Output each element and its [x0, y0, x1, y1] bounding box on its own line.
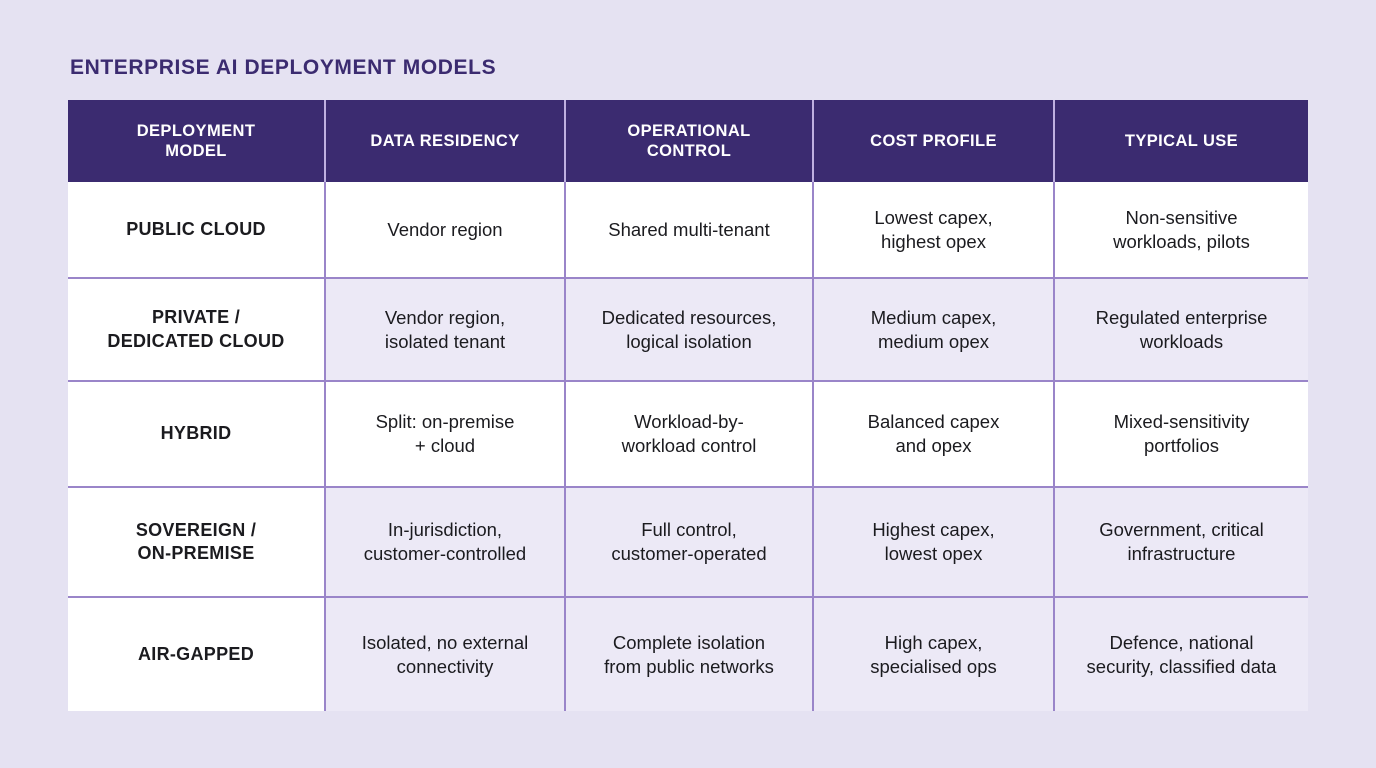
table-row: HYBRID Split: on-premise + cloud Workloa…	[68, 381, 1308, 488]
cell-deployment-model-line2: ON-PREMISE	[137, 543, 255, 563]
cell-cost-profile-line2: highest opex	[881, 230, 986, 252]
cell-data-residency: In-jurisdiction, customer-controlled	[325, 487, 566, 598]
cell-operational-control-line2: logical isolation	[626, 330, 752, 352]
cell-data-residency: Isolated, no external connectivity	[325, 597, 566, 711]
cell-data-residency: Split: on-premise + cloud	[325, 381, 566, 488]
cell-data-residency: Vendor region	[325, 182, 566, 279]
cell-typical-use-line1: Defence, national	[1109, 631, 1254, 653]
cell-typical-use: Mixed-sensitivity portfolios	[1054, 381, 1308, 488]
column-header-typical-use: TYPICAL USE	[1054, 100, 1308, 182]
cell-data-residency-line1: Isolated, no external	[361, 631, 529, 653]
cell-data-residency-line2: isolated tenant	[384, 330, 506, 352]
column-header-operational-control-line1: OPERATIONAL	[627, 121, 751, 140]
cell-operational-control-line2: from public networks	[604, 655, 774, 677]
column-header-cost-profile: COST PROFILE	[813, 100, 1055, 182]
cell-cost-profile-line2: and opex	[895, 435, 972, 456]
cell-deployment-model-line2: DEDICATED CLOUD	[107, 330, 285, 351]
cell-data-residency-line2: customer-controlled	[363, 543, 527, 564]
cell-typical-use-line2: workloads, pilots	[1113, 230, 1250, 252]
cell-data-residency-line1: In-jurisdiction,	[387, 519, 503, 541]
cell-operational-control: Dedicated resources, logical isolation	[565, 278, 814, 382]
cell-deployment-model: PRIVATE / DEDICATED CLOUD	[68, 278, 326, 382]
cell-data-residency-line2: + cloud	[414, 435, 476, 456]
cell-deployment-model-line1: AIR-GAPPED	[137, 643, 254, 664]
cell-typical-use-line2: infrastructure	[1127, 543, 1236, 564]
cell-typical-use: Defence, national security, classified d…	[1054, 597, 1308, 711]
cell-cost-profile-line1: Medium capex,	[870, 306, 997, 328]
table-header: DEPLOYMENT MODEL DATA RESIDENCY OPERATIO…	[68, 100, 1308, 182]
deployment-models-table: DEPLOYMENT MODEL DATA RESIDENCY OPERATIO…	[68, 100, 1308, 711]
cell-data-residency-line2: connectivity	[396, 655, 494, 677]
table-body: PUBLIC CLOUD Vendor region Shared multi-…	[68, 182, 1308, 711]
cell-deployment-model: SOVEREIGN / ON-PREMISE	[68, 487, 326, 598]
table-row: AIR-GAPPED Isolated, no external connect…	[68, 597, 1308, 711]
cell-typical-use-line1: Mixed-sensitivity	[1113, 411, 1250, 433]
column-header-deployment-model-line2: MODEL	[165, 142, 227, 160]
table-row: PRIVATE / DEDICATED CLOUD Vendor region,…	[68, 278, 1308, 382]
cell-cost-profile-line1: Balanced capex	[867, 411, 1000, 433]
cell-deployment-model: HYBRID	[68, 381, 326, 488]
column-header-operational-control: OPERATIONAL CONTROL	[565, 100, 814, 182]
column-header-deployment-model-line1: DEPLOYMENT	[136, 121, 256, 140]
table-row: SOVEREIGN / ON-PREMISE In-jurisdiction, …	[68, 487, 1308, 598]
cell-operational-control-line1: Dedicated resources,	[601, 306, 777, 328]
cell-operational-control: Full control, customer-operated	[565, 487, 814, 598]
cell-cost-profile-line1: Highest capex,	[872, 519, 995, 541]
cell-deployment-model: AIR-GAPPED	[68, 597, 326, 711]
column-header-operational-control-line2: CONTROL	[646, 142, 732, 160]
cell-cost-profile-line1: Lowest capex,	[874, 206, 993, 228]
table-header-row: DEPLOYMENT MODEL DATA RESIDENCY OPERATIO…	[68, 100, 1308, 182]
cell-typical-use-line1: Non-sensitive	[1125, 206, 1238, 228]
page-title: ENTERPRISE AI DEPLOYMENT MODELS	[70, 56, 497, 79]
cell-cost-profile: Medium capex, medium opex	[813, 278, 1055, 382]
cell-operational-control-line2: workload control	[621, 435, 757, 456]
cell-cost-profile: Lowest capex, highest opex	[813, 182, 1055, 279]
column-header-cost-profile-line1: COST PROFILE	[870, 131, 997, 150]
cell-operational-control-line1: Full control,	[641, 519, 737, 541]
cell-cost-profile: High capex, specialised ops	[813, 597, 1055, 711]
cell-operational-control: Complete isolation from public networks	[565, 597, 814, 711]
cell-deployment-model-line1: PUBLIC CLOUD	[126, 218, 266, 239]
cell-typical-use: Government, critical infrastructure	[1054, 487, 1308, 598]
column-header-data-residency-line1: DATA RESIDENCY	[370, 131, 520, 150]
cell-typical-use-line2: portfolios	[1143, 435, 1220, 456]
cell-data-residency: Vendor region, isolated tenant	[325, 278, 566, 382]
cell-cost-profile: Highest capex, lowest opex	[813, 487, 1055, 598]
column-header-typical-use-line1: TYPICAL USE	[1124, 131, 1239, 150]
cell-cost-profile-line2: lowest opex	[884, 543, 983, 564]
cell-operational-control: Workload-by- workload control	[565, 381, 814, 488]
cell-operational-control: Shared multi-tenant	[565, 182, 814, 279]
cell-typical-use-line2: security, classified data	[1086, 655, 1277, 677]
cell-data-residency-line1: Vendor region,	[384, 306, 506, 328]
cell-typical-use-line1: Regulated enterprise	[1095, 306, 1268, 328]
cell-deployment-model: PUBLIC CLOUD	[68, 182, 326, 279]
cell-typical-use-line1: Government, critical	[1099, 519, 1264, 541]
column-header-deployment-model: DEPLOYMENT MODEL	[68, 100, 326, 182]
cell-data-residency-line1: Split: on-premise	[375, 411, 515, 433]
cell-typical-use-line2: workloads	[1139, 330, 1224, 352]
cell-data-residency-line1: Vendor region	[387, 218, 503, 240]
table-row: PUBLIC CLOUD Vendor region Shared multi-…	[68, 182, 1308, 279]
cell-typical-use: Regulated enterprise workloads	[1054, 278, 1308, 382]
cell-cost-profile-line2: medium opex	[877, 330, 990, 352]
column-header-data-residency: DATA RESIDENCY	[325, 100, 566, 182]
cell-operational-control-line1: Complete isolation	[612, 631, 766, 653]
cell-cost-profile-line1: High capex,	[884, 631, 983, 653]
deployment-models-table-container: DEPLOYMENT MODEL DATA RESIDENCY OPERATIO…	[68, 100, 1308, 711]
cell-deployment-model-line1: SOVEREIGN /	[135, 519, 257, 540]
cell-typical-use: Non-sensitive workloads, pilots	[1054, 182, 1308, 279]
cell-cost-profile: Balanced capex and opex	[813, 381, 1055, 488]
cell-deployment-model-line1: HYBRID	[160, 423, 232, 444]
cell-cost-profile-line2: specialised ops	[870, 655, 997, 677]
cell-operational-control-line1: Shared multi-tenant	[608, 218, 770, 240]
cell-operational-control-line2: customer-operated	[611, 543, 767, 564]
cell-operational-control-line1: Workload-by-	[634, 411, 744, 433]
cell-deployment-model-line1: PRIVATE /	[151, 307, 241, 328]
